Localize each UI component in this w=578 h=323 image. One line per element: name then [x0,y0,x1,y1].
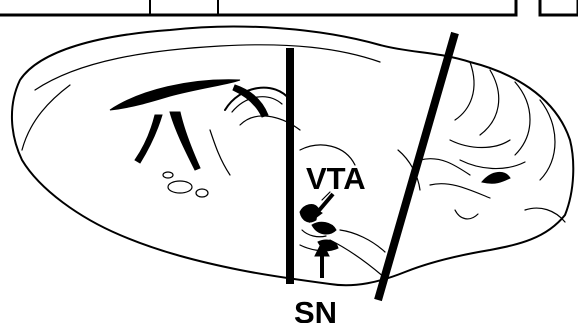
label-vta: VTA [306,161,366,196]
small-structures [163,172,208,197]
label-sn: SN [294,295,337,323]
vta-sn-nuclei [300,192,338,251]
top-strip [0,0,578,15]
